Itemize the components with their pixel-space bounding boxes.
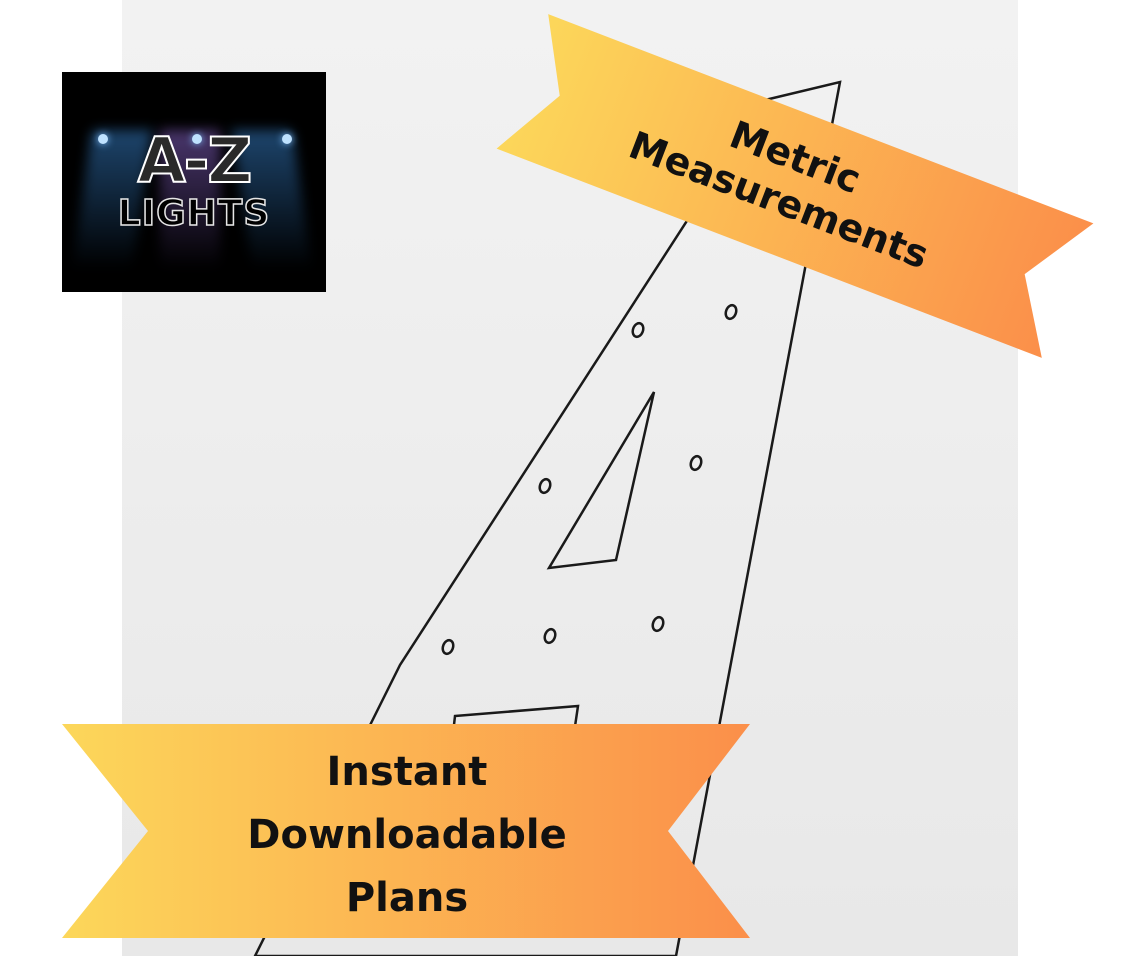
ribbon-shape	[62, 724, 750, 938]
mounting-hole	[651, 615, 665, 633]
metric-measurements-ribbon: Metric Measurements	[496, 14, 1094, 358]
mounting-hole	[724, 303, 738, 321]
ribbon-line-3: Plans	[346, 875, 468, 921]
inner-triangle-cutout	[546, 391, 656, 570]
spotlight-beam	[160, 130, 220, 270]
ribbon-shape	[496, 14, 1094, 358]
spotlight-icon	[192, 134, 202, 144]
mounting-hole	[689, 454, 703, 472]
mounting-hole	[543, 627, 557, 645]
ribbon-line-2: Downloadable	[247, 812, 566, 858]
mounting-hole	[631, 321, 645, 339]
mounting-hole	[441, 638, 455, 656]
mounting-hole	[538, 477, 552, 495]
logo-title: A-Z	[137, 124, 254, 197]
spotlight-icon	[282, 134, 292, 144]
spotlight-icon	[98, 134, 108, 144]
a-z-lights-logo: A-Z LIGHTS	[62, 72, 326, 292]
instant-downloadable-ribbon: Instant Downloadable Plans	[62, 724, 750, 938]
logo-subtitle: LIGHTS	[117, 193, 271, 234]
ribbon-line-1: Instant	[327, 749, 488, 795]
